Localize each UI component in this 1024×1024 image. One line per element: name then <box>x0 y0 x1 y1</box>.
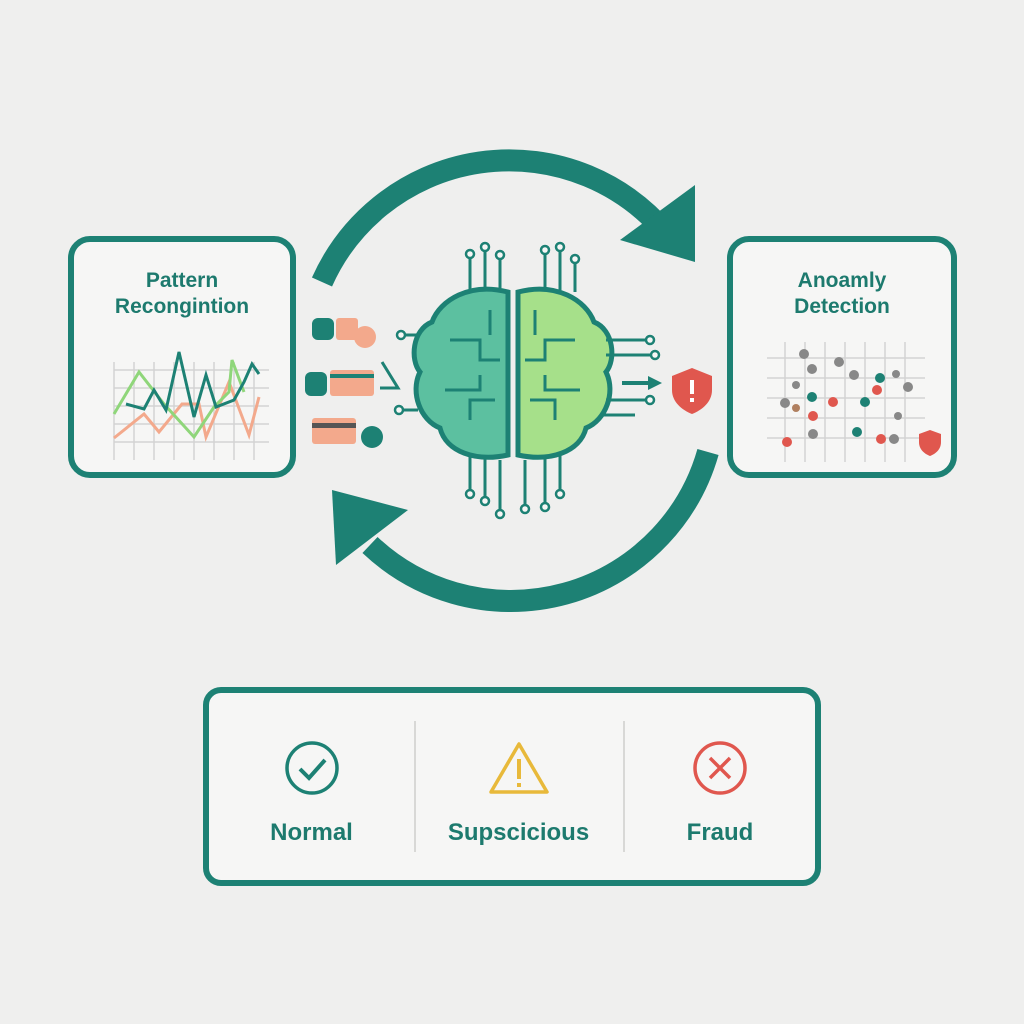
output-arrow <box>622 376 662 390</box>
legend-fraud: Fraud <box>625 693 815 880</box>
check-circle-icon <box>284 741 339 795</box>
shield-icon <box>919 430 941 456</box>
legend-suspicious: Supscicious <box>416 693 621 880</box>
line-chart-icon <box>112 351 269 460</box>
legend-label: Normal <box>270 819 353 846</box>
legend-normal: Normal <box>209 693 414 880</box>
credit-card-icon <box>312 318 374 444</box>
input-data-icons <box>305 318 401 448</box>
ai-brain-icon <box>393 241 661 520</box>
legend-label: Supscicious <box>447 819 590 846</box>
scatter-plot-icon <box>767 342 941 462</box>
top-cycle-arrow <box>311 149 674 287</box>
bottom-cycle-arrow <box>362 448 719 612</box>
legend-label: Fraud <box>686 819 754 846</box>
x-circle-icon <box>693 741 747 795</box>
top-arrowhead <box>620 185 695 262</box>
divider <box>623 721 625 852</box>
bottom-arrowhead <box>332 490 408 565</box>
user-icon <box>354 326 383 448</box>
warning-triangle-icon <box>488 742 549 794</box>
classification-legend: Normal Supscicious Fraud <box>203 687 821 886</box>
database-icon <box>305 318 334 396</box>
card-title-line1: Pattern <box>145 269 219 292</box>
pattern-recognition-card: Pattern Recongintion <box>68 236 296 478</box>
anomaly-detection-card: Anoamly Detection <box>727 236 957 478</box>
divider <box>414 721 416 852</box>
shield-alert-icon <box>672 368 712 414</box>
card-title-line1: Anoamly <box>797 269 887 292</box>
card-title-line2: Recongintion <box>114 295 250 318</box>
card-title-line2: Detection <box>794 295 890 318</box>
